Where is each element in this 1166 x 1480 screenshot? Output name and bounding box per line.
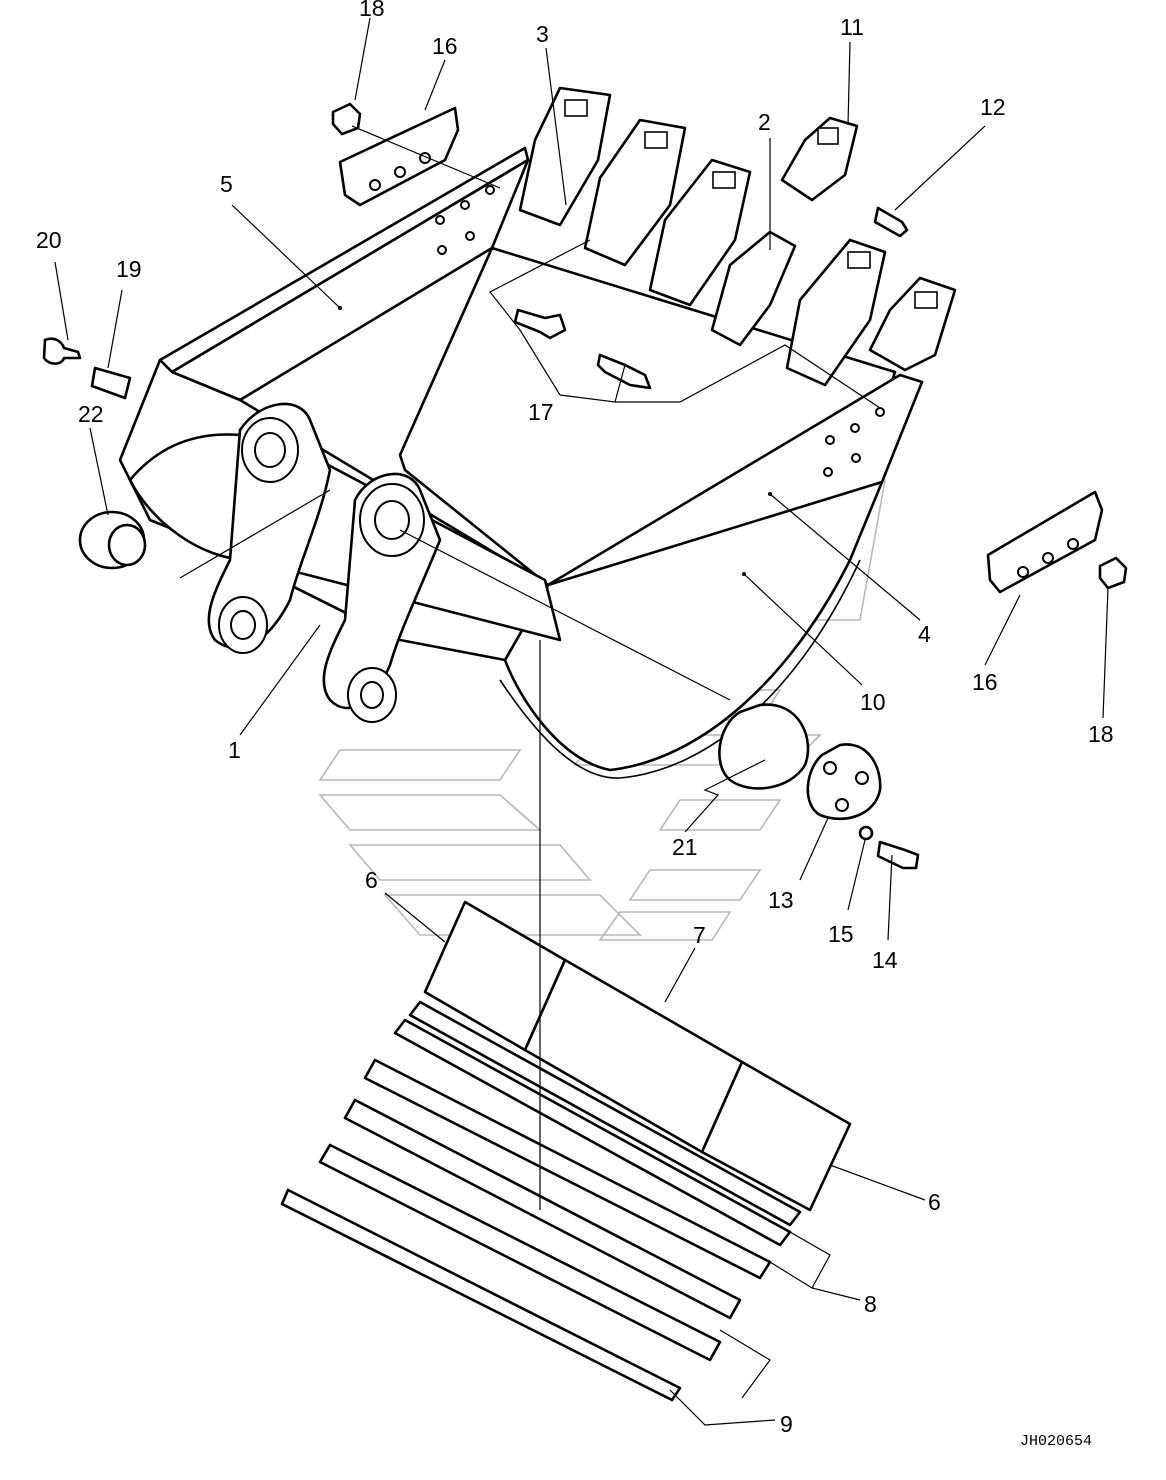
bushing-22 xyxy=(78,510,147,570)
washer-15 xyxy=(858,825,874,841)
nut-upper xyxy=(331,102,362,136)
callout-16-upper: 16 xyxy=(432,33,458,59)
spacer-19 xyxy=(90,366,132,400)
pin-20 xyxy=(42,337,82,365)
callout-14: 14 xyxy=(872,947,898,973)
callout-6-upper: 6 xyxy=(365,867,378,893)
callout-21: 21 xyxy=(672,834,698,860)
bolt-17a xyxy=(513,308,567,340)
callout-4: 4 xyxy=(918,621,931,647)
callout-8: 8 xyxy=(864,1291,877,1317)
wear-plates xyxy=(280,900,852,1402)
callout-19: 19 xyxy=(116,256,142,282)
callout-12: 12 xyxy=(980,94,1006,120)
callout-22: 22 xyxy=(78,401,104,427)
callout-11: 11 xyxy=(840,14,864,40)
bolt-17b xyxy=(596,353,652,390)
callout-1: 1 xyxy=(228,737,241,763)
pin-12 xyxy=(873,206,909,238)
bucket-body xyxy=(118,146,924,779)
callout-15: 15 xyxy=(828,921,854,947)
callout-16-lower: 16 xyxy=(972,669,998,695)
callout-18-lower: 18 xyxy=(1088,721,1114,747)
callout-6-lower: 6 xyxy=(928,1189,941,1215)
callout-20: 20 xyxy=(36,227,62,253)
callout-9: 9 xyxy=(780,1411,793,1437)
nut-lower xyxy=(1098,556,1128,590)
callout-7: 7 xyxy=(693,922,706,948)
shim-21 xyxy=(718,703,810,790)
callout-10: 10 xyxy=(860,689,886,715)
callout-18-upper: 18 xyxy=(359,0,385,21)
leader-lines xyxy=(54,17,1109,1426)
side-cutter-lower xyxy=(986,490,1104,594)
callout-labels: 18 16 3 11 12 2 5 20 19 22 17 4 10 16 18… xyxy=(36,0,1114,1437)
side-cutter-upper xyxy=(338,106,460,207)
bucket-teeth xyxy=(518,86,957,387)
callout-2: 2 xyxy=(758,109,771,135)
callout-17: 17 xyxy=(528,399,554,425)
callout-3: 3 xyxy=(536,21,549,47)
drawing-number: JH020654 xyxy=(1020,1433,1092,1450)
callout-13: 13 xyxy=(768,887,794,913)
bolt-14 xyxy=(876,840,920,870)
callout-5: 5 xyxy=(220,171,233,197)
